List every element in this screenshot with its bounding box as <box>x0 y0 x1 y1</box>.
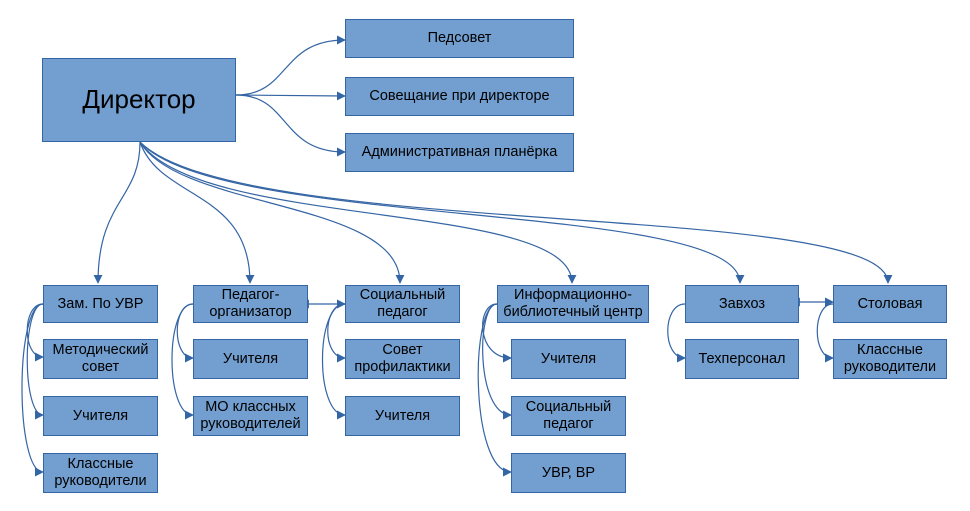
uchitelya-box-1: Учителя <box>43 396 158 436</box>
zavhoz-box: Завхоз <box>685 285 799 323</box>
connector-zam-uchitelya <box>26 303 44 420</box>
connector-director-pedsovet <box>235 35 346 96</box>
stolovaya-box: Столовая <box>833 285 947 323</box>
connector-director-socped <box>139 141 405 284</box>
connector-director-ibc <box>139 141 577 284</box>
connector-director-admin <box>235 94 346 157</box>
klass-ruk-box-1: Классные руководители <box>43 453 158 493</box>
uvr-vr-box: УВР, ВР <box>511 453 626 493</box>
sovet-prof-box: Совет профилактики <box>345 339 460 379</box>
connector-socped-uchitelya <box>321 303 346 420</box>
zam-uvr-box: Зам. По УВР <box>43 285 158 323</box>
klass-ruk-box-2: Классные руководители <box>833 339 947 379</box>
connector-ibc-socped <box>482 303 512 420</box>
uchitelya-box-3: Учителя <box>345 396 460 436</box>
connector-zavhoz-tehpersonal <box>667 303 686 363</box>
soc-ped-box: Социальный педагог <box>345 285 460 323</box>
soc-ped-box-2: Социальный педагог <box>511 396 626 436</box>
connector-zam-klassruk <box>21 303 44 477</box>
admin-meeting-box: Административная планёрка <box>345 133 574 172</box>
uchitelya-box-4: Учителя <box>511 339 626 379</box>
connector-director-stolovaya <box>139 141 893 284</box>
tehpersonal-box: Техперсонал <box>685 339 799 379</box>
connector-director-meeting <box>235 91 346 101</box>
ped-org-box: Педагог-организатор <box>193 285 308 323</box>
director-box: Директор <box>42 58 236 142</box>
connector-pedorg-mo <box>171 303 194 420</box>
connector-director-zam <box>93 141 141 284</box>
connector-stolovaya-klassruk <box>816 303 834 363</box>
connector-socped-sovet <box>327 303 346 363</box>
connector-director-pedorg <box>139 141 255 284</box>
pedsovet-box: Педсовет <box>345 19 574 58</box>
connector-pedorg-uchitelya <box>176 303 194 363</box>
meeting-box: Совещание при директоре <box>345 77 574 116</box>
mo-klass-ruk-box: МО классных руководителей <box>193 396 308 436</box>
ibc-box: Информационно-библиотечный центр <box>497 285 649 323</box>
uchitelya-box-2: Учителя <box>193 339 308 379</box>
connector-ibc-uvr <box>477 303 512 477</box>
connector-director-zavhoz <box>139 141 745 284</box>
metod-sovet-box: Методический совет <box>43 339 158 379</box>
